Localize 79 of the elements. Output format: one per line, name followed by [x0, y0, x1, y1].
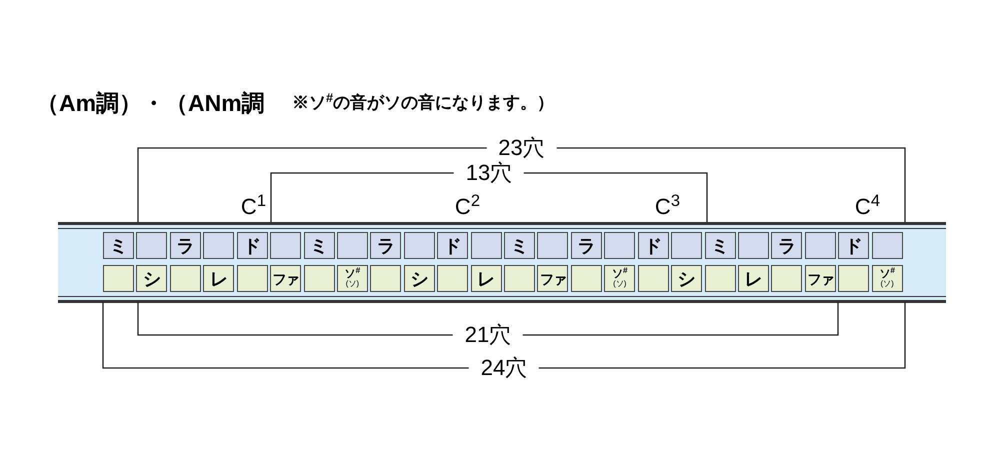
note-hole-cell	[404, 265, 435, 292]
dimension-label: 13穴	[454, 162, 524, 184]
note-name: レ	[744, 270, 762, 288]
note-name: ミ	[510, 236, 529, 254]
empty-hole-cell	[236, 265, 268, 292]
octave-label: C$^{2}$	[454, 190, 480, 221]
note-hole-cell	[638, 232, 669, 259]
empty-hole-cell	[804, 232, 836, 259]
note-hole-cell	[170, 232, 201, 259]
note-hole-cell	[872, 265, 903, 292]
note-hole-cell	[704, 232, 736, 259]
note-hole-cell	[537, 265, 568, 292]
note-name: ド	[444, 236, 462, 254]
note-hole-cell	[738, 265, 769, 292]
note-hole-cell	[804, 265, 836, 292]
empty-hole-cell	[136, 232, 168, 259]
note-hole-cell	[304, 232, 335, 259]
note-name: ファ	[807, 272, 834, 286]
note-name: ド	[243, 236, 262, 254]
note-name: ファ	[540, 272, 566, 286]
note-name: ミ	[310, 236, 328, 254]
note-name: シ	[410, 270, 428, 288]
empty-hole-cell	[270, 232, 302, 259]
octave-label: C$^{3}$	[654, 190, 680, 221]
empty-hole-cell	[771, 265, 802, 292]
empty-hole-cell	[638, 265, 669, 292]
dimension-label: 24穴	[468, 357, 540, 379]
empty-hole-cell	[872, 232, 903, 259]
note-name: レ	[477, 270, 496, 288]
note-hole-cell	[771, 232, 802, 259]
note-hole-cell	[437, 232, 468, 259]
note-name: ド	[844, 236, 863, 254]
alt-note-name: (ソ)	[880, 280, 894, 288]
octave-label: C$^{1}$	[240, 190, 266, 221]
note-name: ソ$^{#}$	[344, 269, 360, 280]
note-name: シ	[142, 270, 161, 288]
note-name: ラ	[176, 236, 194, 254]
note-hole-cell	[270, 265, 302, 292]
note-name: ソ$^{#}$	[879, 269, 895, 280]
empty-hole-cell	[103, 265, 134, 292]
note-hole-cell	[203, 265, 234, 292]
note-name: ミ	[110, 236, 128, 254]
note-name: シ	[678, 270, 696, 288]
note-name: ラ	[778, 236, 796, 254]
note-hole-cell	[838, 232, 870, 259]
note-name: ファ	[272, 272, 299, 286]
note-hole-cell	[336, 265, 368, 292]
dimension-label: 23穴	[486, 137, 557, 159]
empty-hole-cell	[671, 232, 702, 259]
empty-hole-cell	[838, 265, 870, 292]
note-name: ラ	[376, 236, 395, 254]
note-hole-cell	[671, 265, 702, 292]
note-name: ラ	[577, 236, 596, 254]
note-hole-cell	[604, 265, 636, 292]
octave-label: C$^{4}$	[854, 190, 880, 221]
note-hole-cell	[370, 232, 402, 259]
empty-hole-cell	[570, 265, 602, 292]
alt-note-name: (ソ)	[346, 280, 360, 288]
note-name: ミ	[711, 236, 730, 254]
alt-note-name: (ソ)	[613, 280, 626, 288]
note-hole-cell	[236, 232, 268, 259]
empty-hole-cell	[370, 265, 402, 292]
note-hole-cell	[136, 265, 168, 292]
note-name: ソ$^{#}$	[612, 269, 628, 280]
note-hole-cell	[103, 232, 134, 259]
empty-hole-cell	[203, 232, 234, 259]
note-name: レ	[210, 270, 228, 288]
note-text: ※ソ$^{#}$の音がソの音になります。）	[292, 90, 554, 114]
empty-hole-cell	[604, 232, 636, 259]
empty-hole-cell	[437, 265, 468, 292]
note-hole-cell	[570, 232, 602, 259]
empty-hole-cell	[170, 265, 201, 292]
title: （Am調）・（ANm調	[36, 89, 265, 118]
dimension-label: 21穴	[452, 324, 524, 346]
note-hole-cell	[504, 232, 536, 259]
note-name: ド	[644, 236, 662, 254]
empty-hole-cell	[404, 232, 435, 259]
note-hole-cell	[470, 265, 502, 292]
empty-hole-cell	[470, 232, 502, 259]
